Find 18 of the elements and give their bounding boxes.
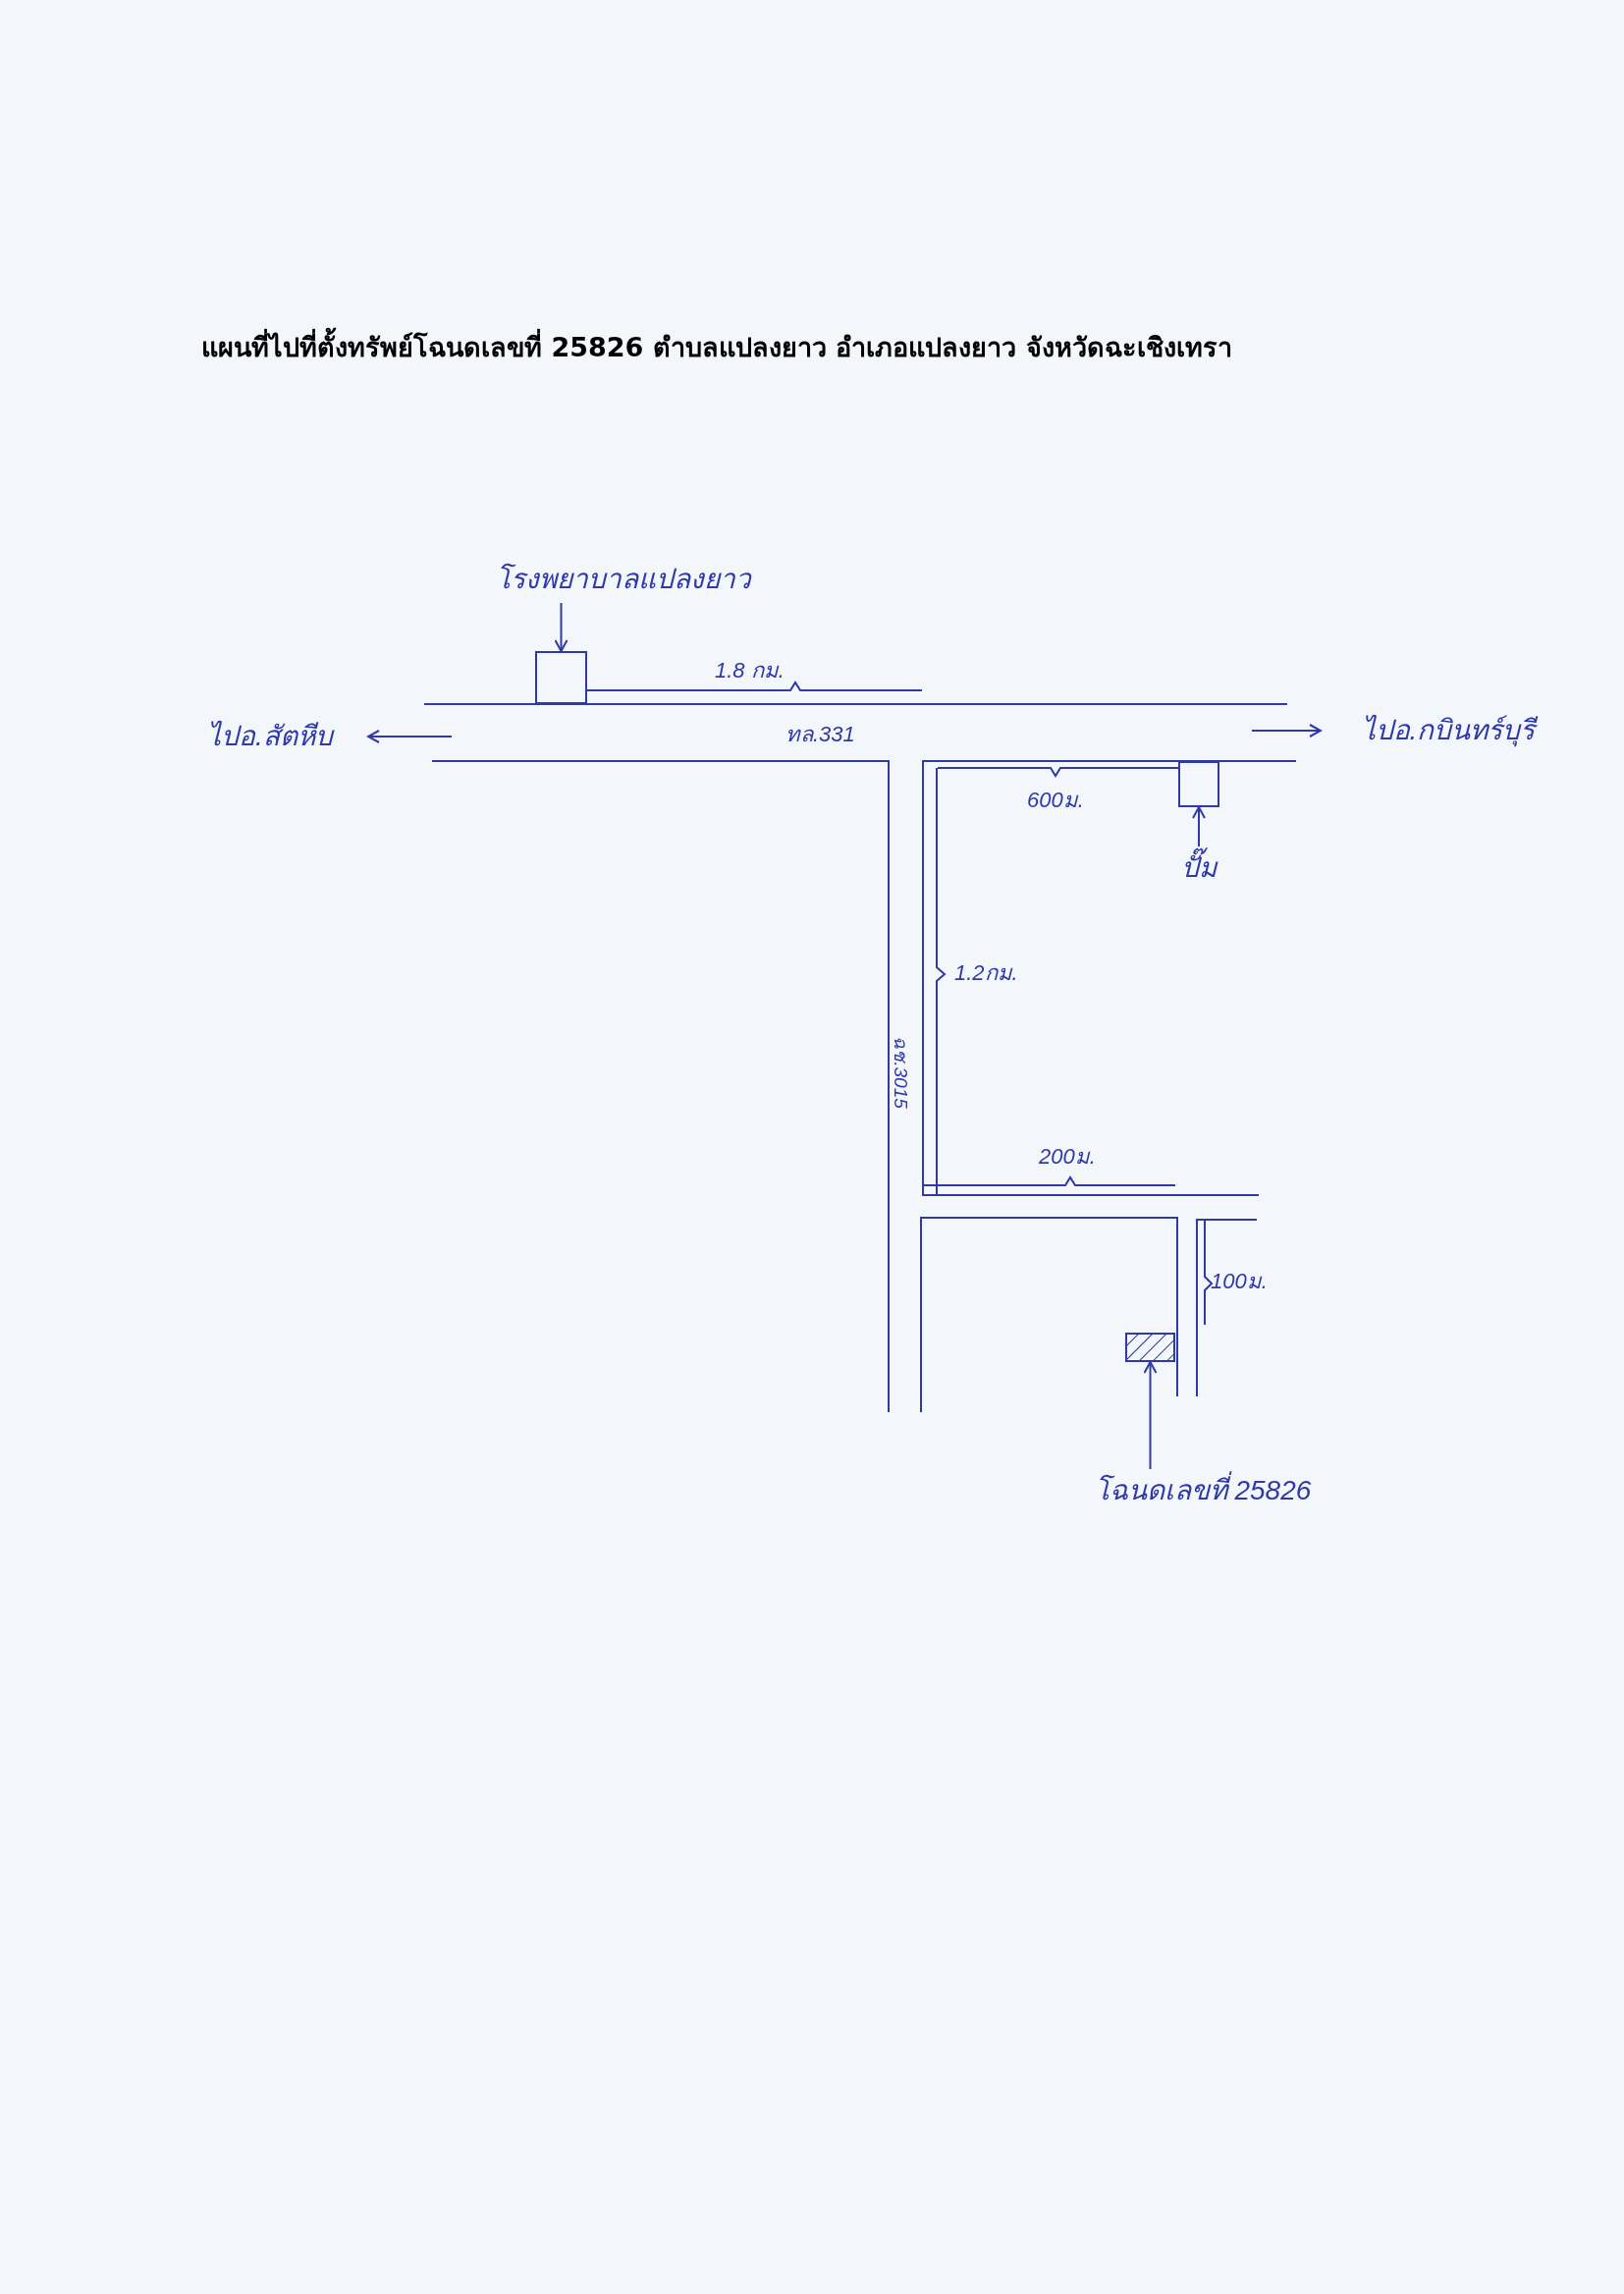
place-label: โฉนดเลขที่ 25826 (1051, 1469, 1355, 1512)
map-title: แผนที่ไปที่ตั้งทรัพย์โฉนดเลขที่ 25826 ตำบลแปลงยาว อำเภอแปลงยาว จังหวัดฉะเชิงเทรา (201, 328, 1232, 368)
place-label: โรงพยาบาลแปลงยาว (495, 562, 753, 596)
arrow (554, 602, 568, 652)
distance-label: 1.8 กม. (715, 657, 785, 684)
road-name: ฉช.3015 (889, 1036, 912, 1109)
place-label: ปั๊ม (1164, 847, 1234, 890)
arrow (367, 730, 453, 743)
arrow (1251, 724, 1322, 737)
distance-label: ทล.331 (785, 721, 855, 748)
arrow (1143, 1361, 1158, 1470)
place-label: ไปอ.สัตหีบ (206, 719, 336, 753)
place-label: ไปอ.กบินทร์บุรี (1321, 709, 1576, 752)
distance-label: 100ม. (1211, 1268, 1268, 1295)
arrow (1192, 806, 1206, 847)
distance-label: 1.2กม. (954, 959, 1018, 987)
distance-label: 600ม. (1027, 787, 1084, 814)
distance-label: 200ม. (1039, 1143, 1096, 1171)
